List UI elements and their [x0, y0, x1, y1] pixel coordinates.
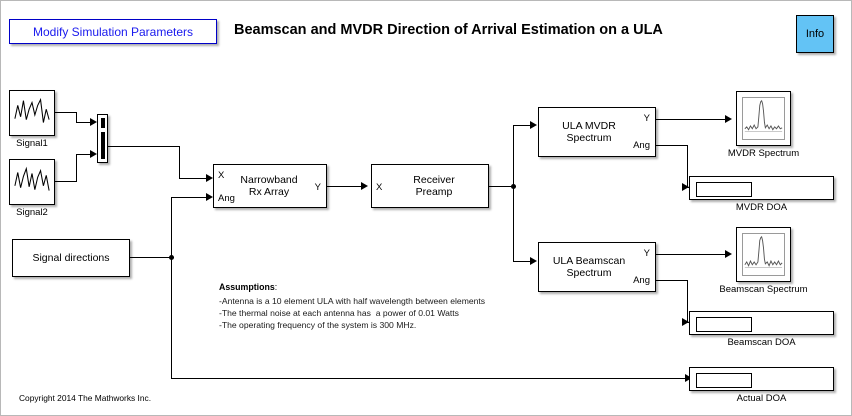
arrow-beamscan-y-to-scope [725, 250, 732, 258]
arrow-signal1-to-mux [90, 118, 97, 126]
wire-dirs-up [171, 197, 173, 258]
mvdr-doa-value-field [696, 182, 752, 197]
mvdr-spectrum-scope-block[interactable] [736, 91, 791, 146]
ula-mvdr-spectrum-block[interactable]: Y Ang ULA MVDR Spectrum [538, 107, 656, 157]
mvdr-doa-label: MVDR DOA [735, 202, 788, 213]
wire-preamp-down [513, 186, 515, 262]
arrow-preamp-to-mvdr [530, 121, 537, 129]
assumptions-heading-colon: : [274, 282, 278, 292]
wire-mvdr-ang-b [687, 145, 689, 188]
wire-mvdr-y [656, 119, 728, 121]
copyright-notice: Copyright 2014 The Mathworks Inc. [19, 393, 152, 403]
spectrum-plot-icon [742, 97, 785, 140]
arrow-preamp-to-beamscan [530, 257, 537, 265]
wire-dirs-to-ang [171, 197, 209, 199]
modify-simulation-parameters-label: Modify Simulation Parameters [32, 24, 194, 39]
preamp-port-x: X [376, 182, 383, 193]
wire-rxarray-to-preamp [327, 186, 364, 188]
mvdr-doa-display-block[interactable] [689, 176, 834, 200]
beamscan-doa-display-block[interactable] [689, 311, 834, 335]
ula-beamscan-spectrum-label: ULA Beamscan Spectrum [552, 254, 626, 279]
wire-beamscan-ang-a [656, 280, 688, 282]
mux-notch [100, 128, 105, 132]
arrow-dirs-to-actual-doa [685, 374, 692, 382]
wire-signal1-b [76, 112, 78, 123]
wire-signal2-a [55, 181, 77, 183]
arrow-dirs-to-ang [206, 193, 213, 201]
modify-simulation-parameters-button[interactable]: Modify Simulation Parameters [9, 19, 217, 44]
signal1-source-block[interactable] [9, 90, 55, 136]
signal2-source-block[interactable] [9, 159, 55, 205]
signal-directions-block[interactable]: Signal directions [12, 239, 130, 277]
assumptions-heading-text: Assumptions [219, 282, 275, 292]
ula-beamscan-spectrum-block[interactable]: Y Ang ULA Beamscan Spectrum [538, 242, 656, 292]
arrow-signal2-to-mux [90, 150, 97, 158]
wire-preamp-to-mvdr [513, 125, 534, 127]
wire-mvdr-ang-a [656, 145, 688, 147]
signal1-label: Signal1 [16, 138, 48, 149]
beamscan-doa-label: Beamscan DOA [727, 337, 796, 348]
mux-block[interactable] [97, 114, 108, 163]
assumptions-lines: -Antenna is a 10 element ULA with half w… [219, 296, 486, 331]
receiver-preamp-label: Receiver Preamp [413, 173, 455, 198]
spectrum-plot-icon [742, 233, 785, 276]
signal2-label: Signal2 [16, 207, 48, 218]
wire-beamscan-ang-b [687, 280, 689, 323]
beamscan-port-y: Y [643, 248, 650, 259]
receiver-preamp-block[interactable]: X Receiver Preamp [371, 164, 489, 208]
wire-preamp-out [489, 186, 516, 188]
wire-preamp-to-beamscan [513, 261, 534, 263]
info-button[interactable]: Info [796, 15, 834, 53]
info-button-label: Info [805, 28, 825, 40]
arrow-mvdr-ang-to-doa [682, 183, 689, 191]
wire-mux-c [179, 178, 209, 180]
narrowband-rx-array-block[interactable]: X Ang Y Narrowband Rx Array [213, 164, 327, 208]
wire-dirs-down [171, 257, 173, 379]
assumptions-heading: Assumptions: [219, 282, 277, 292]
ula-mvdr-spectrum-label: ULA MVDR Spectrum [562, 119, 616, 144]
actual-doa-value-field [696, 373, 752, 388]
narrowband-rx-array-label: Narrowband Rx Array [240, 173, 298, 198]
signal-directions-label: Signal directions [32, 251, 110, 264]
arrow-rxarray-to-preamp [361, 182, 368, 190]
wire-mux-a [108, 146, 180, 148]
rx-array-port-x: X [218, 170, 225, 181]
beamscan-port-ang: Ang [633, 275, 650, 286]
beamscan-doa-value-field [696, 317, 752, 332]
arrow-mux-to-rx-array [206, 174, 213, 182]
wire-signal1-c [76, 122, 94, 124]
actual-doa-label: Actual DOA [736, 393, 787, 404]
rx-array-port-ang: Ang [218, 193, 235, 204]
wire-signal1-a [55, 112, 77, 114]
wire-signal2-c [76, 154, 94, 156]
mvdr-port-y: Y [643, 113, 650, 124]
actual-doa-display-block[interactable] [689, 367, 834, 391]
wire-dirs-to-actual-doa [171, 378, 689, 380]
beamscan-spectrum-label: Beamscan Spectrum [719, 284, 808, 295]
wire-beamscan-y [656, 254, 728, 256]
page-title: Beamscan and MVDR Direction of Arrival E… [234, 22, 663, 38]
arrow-beamscan-ang-to-doa [682, 318, 689, 326]
waveform-icon [13, 94, 51, 132]
wire-dirs-out [130, 257, 174, 259]
arrow-mvdr-y-to-scope [725, 115, 732, 123]
wire-signal2-b [76, 154, 78, 182]
beamscan-spectrum-scope-block[interactable] [736, 227, 791, 282]
waveform-icon [13, 163, 51, 201]
wire-mux-b [179, 146, 181, 179]
rx-array-port-y: Y [314, 182, 321, 193]
mux-icon [100, 118, 105, 159]
wire-preamp-up [513, 125, 515, 187]
mvdr-spectrum-label: MVDR Spectrum [727, 148, 800, 159]
mvdr-port-ang: Ang [633, 140, 650, 151]
